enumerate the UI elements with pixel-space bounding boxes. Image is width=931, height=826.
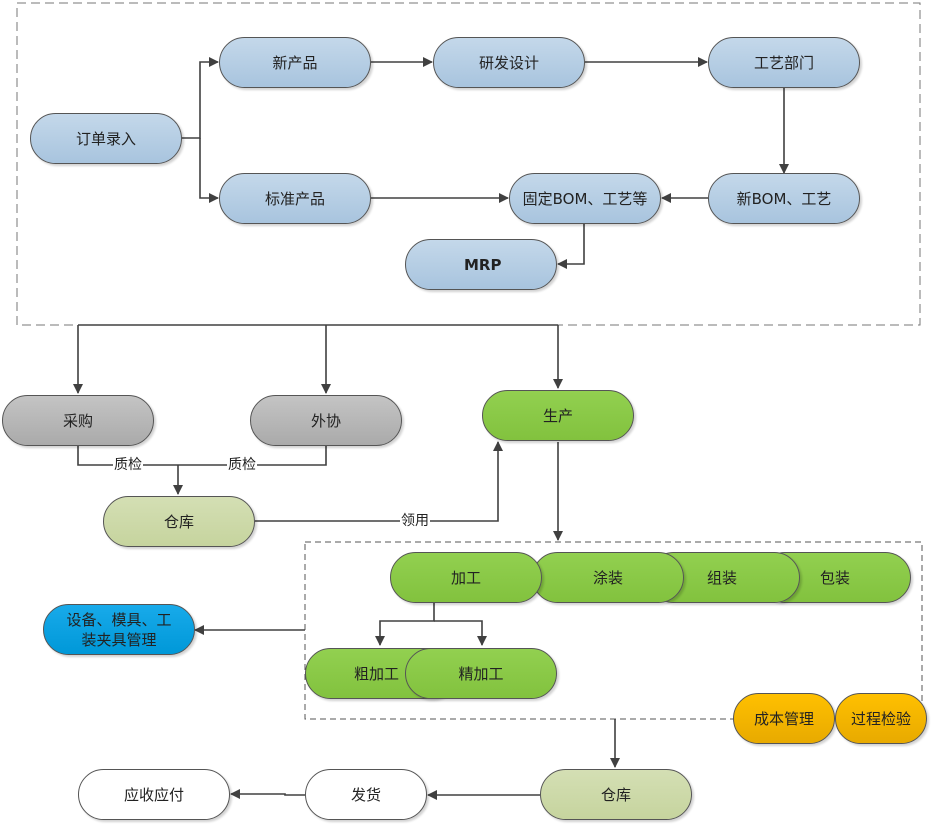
edge-machining-split [375,603,435,646]
node-mrp[interactable]: MRP [405,239,557,290]
edge-requisition [255,441,503,522]
node-production[interactable]: 生产 [482,390,634,441]
edge-machining-finish [434,620,487,646]
node-outsourcing[interactable]: 外协 [250,395,402,446]
node-process-inspection[interactable]: 过程检验 [835,693,927,744]
node-order-entry[interactable]: 订单录入 [30,113,182,164]
label-qc-purchase: 质检 [113,457,143,473]
node-new-bom[interactable]: 新BOM、工艺 [708,173,860,224]
node-shipping[interactable]: 发货 [305,769,427,820]
node-purchase[interactable]: 采购 [2,395,154,446]
node-cost-mgmt[interactable]: 成本管理 [733,693,835,744]
planning-group-border [16,2,921,326]
node-machining[interactable]: 加工 [390,552,542,603]
edge-fixed-mrp [557,224,585,269]
edge-order-standard [199,138,219,203]
node-rd-design[interactable]: 研发设计 [433,37,585,88]
edge-purchase-qc [77,446,327,466]
label-qc-outsourcing: 质检 [227,457,257,473]
label-requisition: 领用 [400,513,430,529]
node-painting[interactable]: 涂装 [532,552,684,603]
node-process-dept[interactable]: 工艺部门 [708,37,860,88]
node-new-product[interactable]: 新产品 [219,37,371,88]
edge-shipping-arap [230,789,305,799]
node-warehouse-in[interactable]: 仓库 [103,496,255,547]
node-fixed-bom[interactable]: 固定BOM、工艺等 [509,173,661,224]
node-standard-product[interactable]: 标准产品 [219,173,371,224]
edge-order-split [181,57,219,139]
production-group-border [304,541,923,720]
node-ar-ap[interactable]: 应收应付 [78,769,230,820]
node-finish-machining[interactable]: 精加工 [405,648,557,699]
node-warehouse-out[interactable]: 仓库 [540,769,692,820]
node-equipment-mgmt[interactable]: 设备、模具、工装夹具管理 [43,604,195,655]
